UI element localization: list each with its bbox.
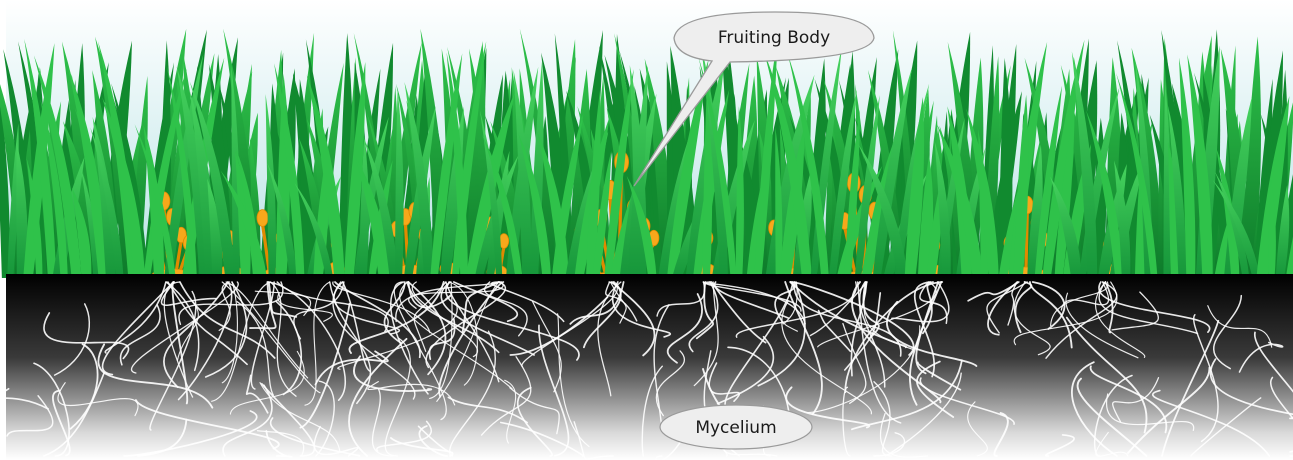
fungus-cap bbox=[257, 210, 268, 227]
mycelium-callout: Mycelium bbox=[660, 405, 812, 449]
fruiting-body-label: Fruiting Body bbox=[718, 28, 830, 48]
mycelium-label: Mycelium bbox=[695, 418, 776, 438]
